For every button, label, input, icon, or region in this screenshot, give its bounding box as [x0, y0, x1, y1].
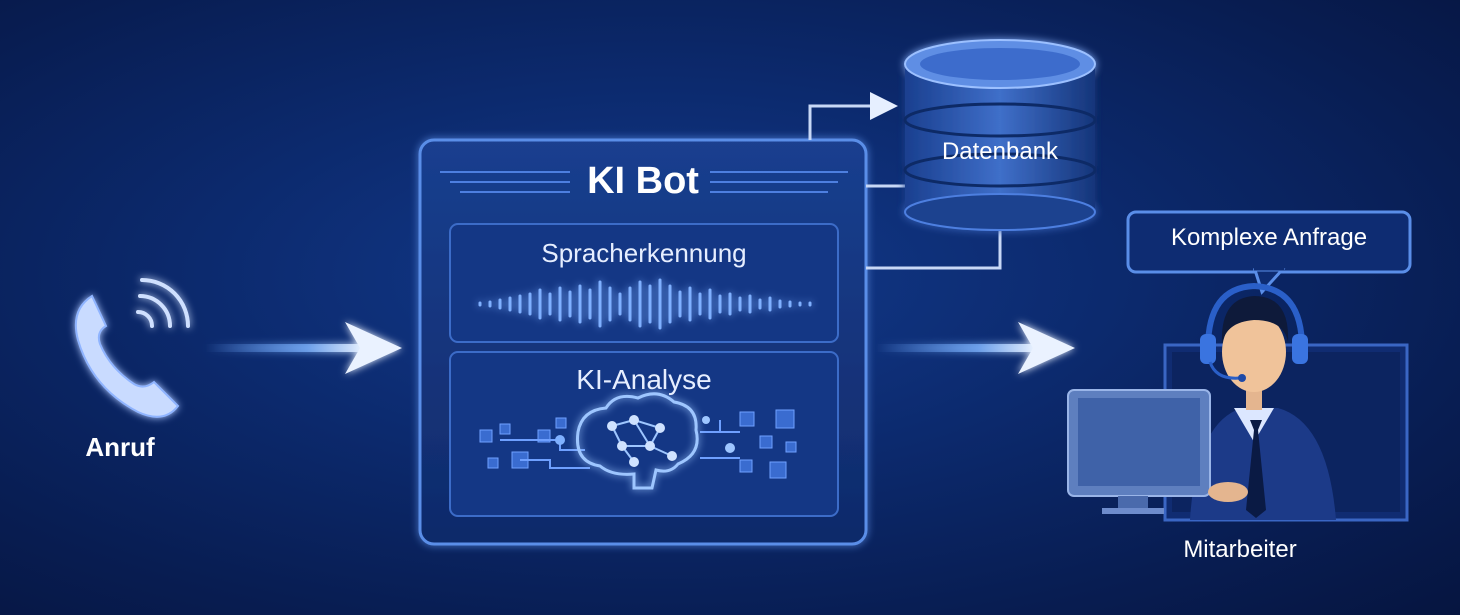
arrow-bot-to-agent [876, 322, 1075, 374]
connector-bot-to-database [808, 92, 1002, 270]
phone-icon [74, 278, 190, 418]
ai-analysis-title: KI-Analyse [576, 364, 712, 395]
ai-analysis-panel [449, 351, 839, 517]
call-center-agent-icon [1067, 282, 1409, 522]
speech-recognition-title: Spracherkennung [541, 238, 747, 268]
speech-bubble-text: Komplexe Anfrage [1170, 224, 1368, 251]
ki-bot-title: KI Bot [587, 160, 699, 202]
database-label: Datenbank [941, 138, 1059, 165]
database-icon [903, 39, 1097, 231]
speech-bubble [1126, 210, 1412, 295]
caller-label: Anruf [85, 432, 155, 462]
agent-label: Mitarbeiter [1183, 536, 1297, 563]
brain-circuit-icon [479, 392, 797, 490]
speech-recognition-panel [449, 223, 839, 343]
arrow-call-to-bot [205, 322, 402, 374]
waveform-icon [478, 278, 812, 330]
bot-title-decoration [440, 171, 848, 193]
